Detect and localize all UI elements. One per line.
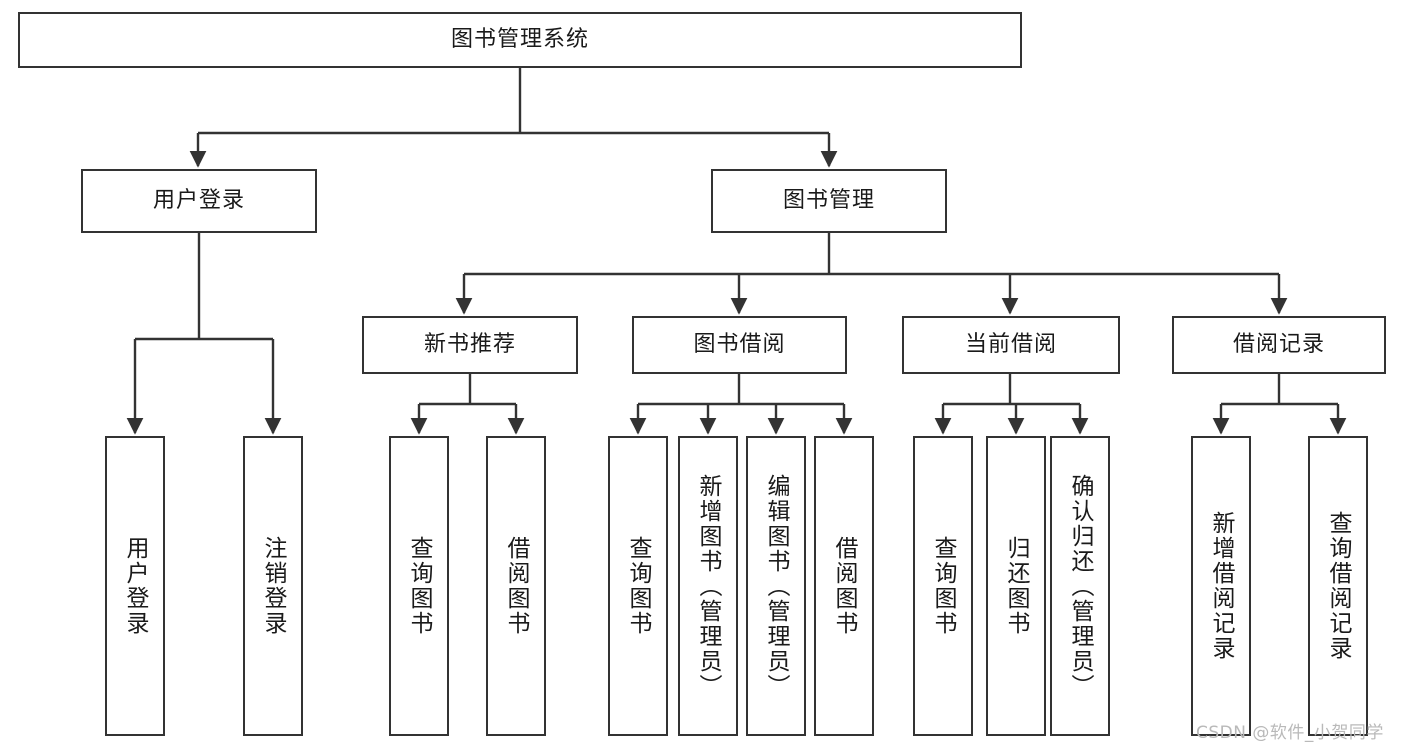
node-leaf-confirm-return[interactable]: 确认归还（管理员）: [1050, 436, 1110, 736]
node-user-login-label: 用户登录: [152, 187, 245, 213]
node-leaf-logout-label: 注销登录: [260, 536, 286, 636]
node-leaf-borrow-book-1[interactable]: 借阅图书: [486, 436, 546, 736]
csdn-watermark: CSDN @软件_小贺同学: [1196, 723, 1384, 743]
node-leaf-query-book-1[interactable]: 查询图书: [389, 436, 449, 736]
node-leaf-add-book[interactable]: 新增图书（管理员）: [678, 436, 738, 736]
node-leaf-logout[interactable]: 注销登录: [243, 436, 303, 736]
node-leaf-query-record-label: 查询借阅记录: [1325, 511, 1351, 661]
node-root[interactable]: 图书管理系统: [18, 12, 1022, 68]
node-new-book-recommend[interactable]: 新书推荐: [362, 316, 578, 374]
node-book-management[interactable]: 图书管理: [711, 169, 947, 233]
node-leaf-return-book-label: 归还图书: [1003, 536, 1029, 636]
node-book-management-label: 图书管理: [782, 187, 875, 213]
node-borrow-record-label: 借阅记录: [1232, 331, 1325, 357]
node-leaf-query-record[interactable]: 查询借阅记录: [1308, 436, 1368, 736]
node-leaf-user-login-label: 用户登录: [122, 536, 148, 636]
node-book-borrow[interactable]: 图书借阅: [632, 316, 847, 374]
node-borrow-record[interactable]: 借阅记录: [1172, 316, 1386, 374]
node-leaf-query-book-2-label: 查询图书: [625, 536, 651, 636]
node-root-label: 图书管理系统: [450, 26, 589, 52]
node-leaf-return-book[interactable]: 归还图书: [986, 436, 1046, 736]
node-leaf-add-book-label: 新增图书（管理员）: [695, 473, 721, 699]
node-leaf-query-book-3-label: 查询图书: [930, 536, 956, 636]
node-new-book-recommend-label: 新书推荐: [423, 331, 516, 357]
node-leaf-borrow-book-2[interactable]: 借阅图书: [814, 436, 874, 736]
node-leaf-add-record[interactable]: 新增借阅记录: [1191, 436, 1251, 736]
node-leaf-edit-book[interactable]: 编辑图书（管理员）: [746, 436, 806, 736]
node-leaf-borrow-book-1-label: 借阅图书: [503, 536, 529, 636]
node-leaf-query-book-3[interactable]: 查询图书: [913, 436, 973, 736]
node-leaf-add-record-label: 新增借阅记录: [1208, 511, 1234, 661]
node-leaf-query-book-2[interactable]: 查询图书: [608, 436, 668, 736]
node-book-borrow-label: 图书借阅: [693, 331, 786, 357]
node-current-borrow-label: 当前借阅: [964, 331, 1057, 357]
node-leaf-confirm-return-label: 确认归还（管理员）: [1067, 473, 1093, 699]
node-leaf-borrow-book-2-label: 借阅图书: [831, 536, 857, 636]
node-user-login[interactable]: 用户登录: [81, 169, 317, 233]
node-leaf-query-book-1-label: 查询图书: [406, 536, 432, 636]
node-leaf-user-login[interactable]: 用户登录: [105, 436, 165, 736]
node-current-borrow[interactable]: 当前借阅: [902, 316, 1120, 374]
node-leaf-edit-book-label: 编辑图书（管理员）: [763, 473, 789, 699]
